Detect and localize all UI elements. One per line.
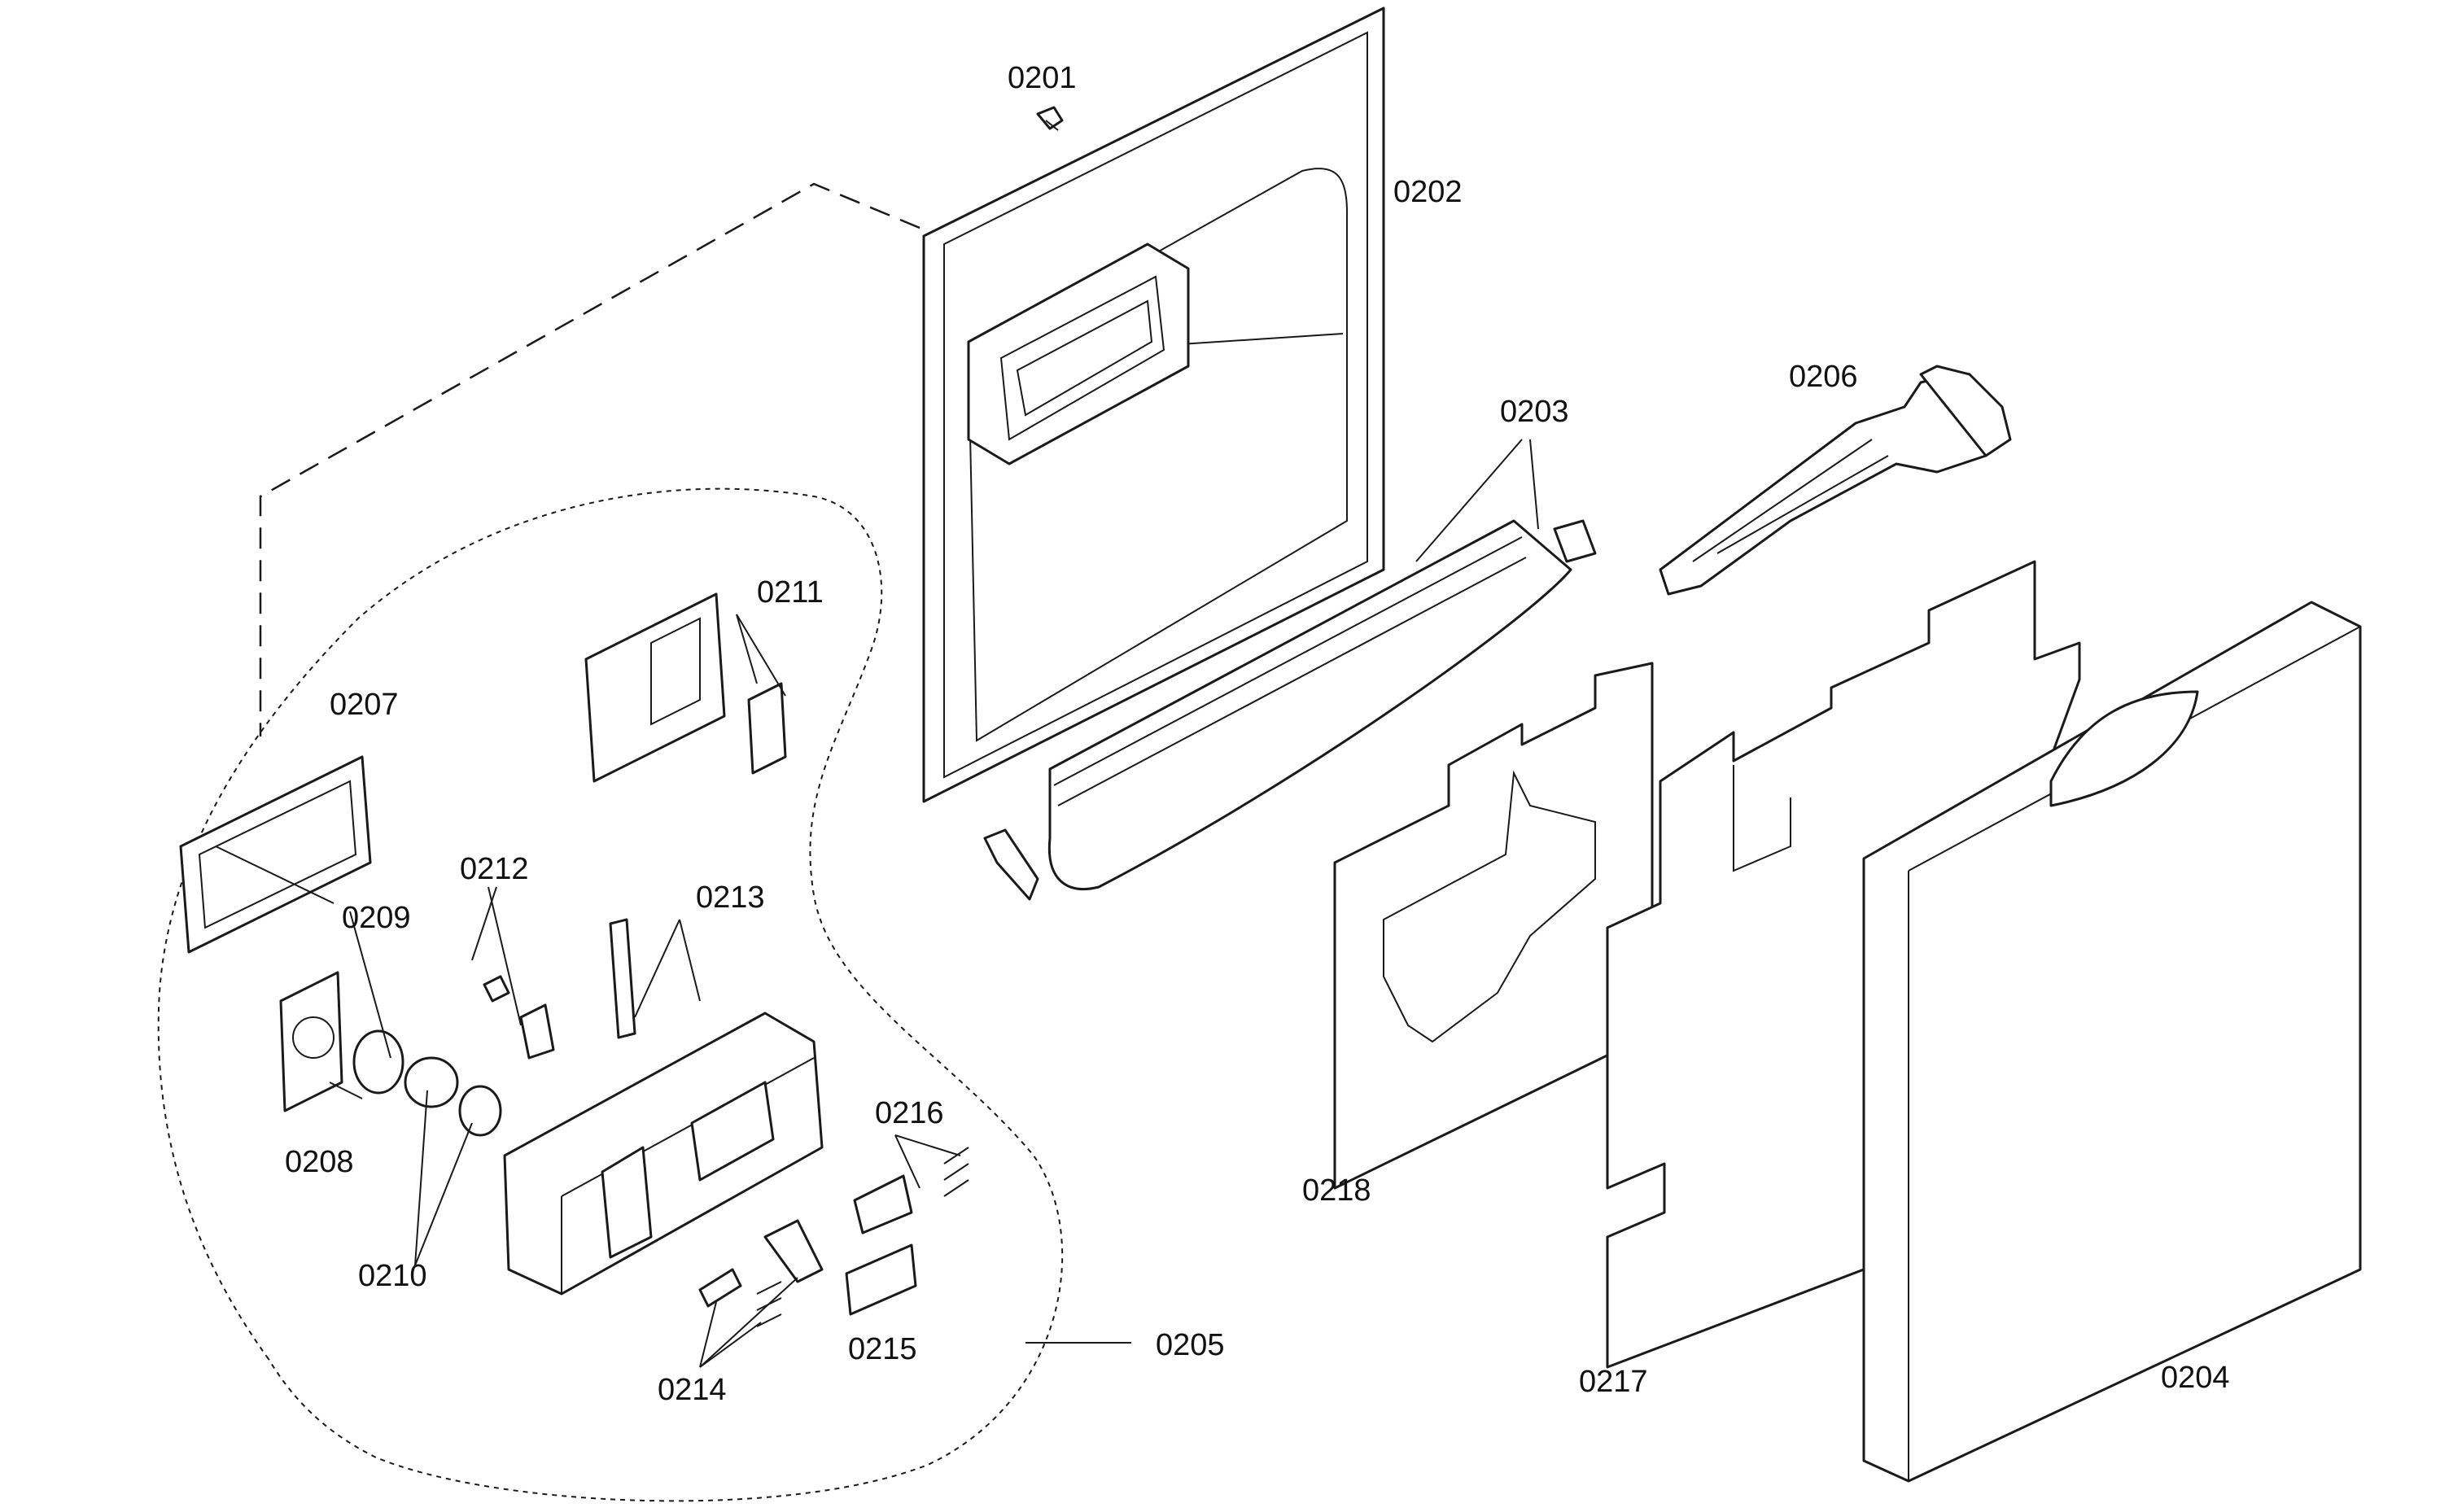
assembly-reference-lines	[259, 182, 920, 736]
control-module-boundary	[157, 487, 1064, 1502]
callout-0218: 0218	[1302, 1173, 1371, 1208]
callout-0203: 0203	[1500, 395, 1569, 429]
callout-0209: 0209	[342, 901, 411, 935]
callout-0215: 0215	[848, 1332, 917, 1366]
callout-0201: 0201	[1008, 61, 1077, 95]
insulation-panel-front	[1333, 662, 1654, 1190]
callout-labels: 0201 0202 0203 0204 0205 0206 0207 0208 …	[285, 61, 2230, 1407]
callout-0208: 0208	[285, 1145, 354, 1179]
outer-door-panel	[1862, 601, 2362, 1483]
callout-0207: 0207	[330, 688, 399, 722]
dispenser-rings	[352, 1029, 502, 1137]
control-panel-frame	[179, 755, 372, 954]
callout-0212: 0212	[460, 852, 529, 886]
dispenser-lid	[279, 971, 343, 1112]
callout-0211: 0211	[757, 575, 824, 610]
callout-0204: 0204	[2161, 1361, 2230, 1395]
callout-0214: 0214	[658, 1373, 727, 1407]
insulation-panel-rear	[1606, 560, 2081, 1369]
callout-0213: 0213	[696, 881, 765, 915]
door-screw	[1036, 106, 1064, 131]
door-hinge-bracket	[1659, 365, 2012, 596]
callout-0205: 0205	[1156, 1328, 1225, 1362]
leader-lines	[215, 439, 1539, 1368]
small-hardware	[483, 918, 969, 1327]
control-module-box	[503, 1012, 824, 1296]
callout-0206: 0206	[1789, 360, 1858, 394]
inner-door-panel	[922, 7, 1385, 803]
callout-0216: 0216	[875, 1096, 944, 1130]
control-housing	[584, 592, 787, 783]
callout-0217: 0217	[1579, 1365, 1648, 1399]
lower-trim-strip	[983, 519, 1597, 901]
callout-0210: 0210	[358, 1259, 427, 1293]
callout-0202: 0202	[1393, 175, 1463, 209]
